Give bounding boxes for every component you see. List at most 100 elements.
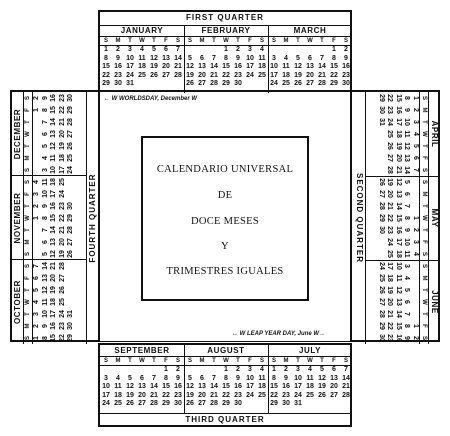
day-cell — [256, 400, 268, 409]
day-cell: 1 — [164, 366, 168, 373]
day-cell — [411, 176, 420, 188]
day-cell: 6 — [412, 156, 419, 160]
day-cell — [208, 366, 220, 375]
day-cell: 18 — [50, 298, 57, 306]
day-cell: 6 — [332, 366, 336, 373]
day-cell: 18 — [395, 250, 402, 258]
weekday-label: S — [343, 358, 348, 364]
day-cell — [411, 296, 420, 308]
day-cell: 17 — [386, 262, 394, 270]
day-cell: 27 — [58, 274, 66, 282]
day-cell: 23 — [114, 71, 122, 79]
day-cell — [67, 188, 76, 200]
day-cell: 25 — [386, 250, 394, 258]
day-cell: 14 — [403, 166, 411, 174]
day-cell: 21 — [174, 63, 182, 70]
day-cell: 10 — [102, 383, 110, 390]
weekday-label: T — [25, 312, 31, 316]
day-cell: 24 — [246, 71, 254, 79]
day-cell: 11 — [395, 274, 402, 282]
weekday-label: T — [296, 38, 300, 44]
day-cell: 26 — [126, 400, 134, 407]
day-cell — [172, 80, 184, 89]
month-name: AUGUST — [184, 345, 268, 357]
day-cell: 5 — [412, 144, 419, 148]
weekday-label: M — [25, 239, 31, 245]
day-cell: 9 — [344, 54, 348, 62]
day-cell: 17 — [50, 190, 57, 198]
day-cell: 13 — [138, 383, 146, 390]
day-cell: 27 — [378, 190, 385, 198]
day-cell: 12 — [395, 286, 402, 294]
day-cell: 11 — [306, 374, 314, 382]
day-cell — [67, 260, 76, 272]
weekday-label: T — [212, 358, 216, 364]
day-cell: 10 — [403, 118, 411, 126]
day-cell: 13 — [306, 63, 314, 70]
day-cell: 17 — [126, 63, 134, 70]
day-cell: 7 — [212, 54, 216, 62]
day-cell: 2 — [344, 46, 348, 53]
day-cell: 29 — [330, 80, 338, 87]
day-cell: 11 — [138, 54, 146, 62]
weekday-label: T — [212, 38, 216, 44]
day-cell: 1 — [104, 46, 108, 53]
day-cell: 29 — [222, 400, 230, 407]
day-cell: 11 — [258, 54, 266, 62]
day-cell: 1 — [272, 366, 276, 373]
day-cell: 29 — [102, 80, 110, 87]
day-cell: 14 — [342, 374, 350, 382]
day-cell: 10 — [41, 310, 49, 318]
month-name: DECEMBER — [12, 92, 24, 176]
title-line-2: DE — [217, 190, 233, 201]
day-cell: 31 — [378, 118, 385, 126]
day-cell: 15 — [395, 94, 402, 102]
day-cell: 7 — [176, 46, 180, 53]
day-cell: 30 — [234, 80, 242, 87]
day-cell: 24 — [58, 190, 66, 198]
month-name: MAY — [428, 176, 440, 260]
day-cell: 26 — [186, 400, 194, 407]
day-cell — [148, 366, 160, 375]
day-cell: 11 — [403, 130, 411, 138]
day-cell — [256, 80, 268, 89]
day-cell: 19 — [395, 142, 402, 150]
day-cell: 24 — [386, 118, 394, 126]
title-line-1: CALENDARIO UNIVERSAL — [156, 164, 294, 175]
day-cell: 9 — [403, 228, 411, 232]
day-cell: 23 — [58, 322, 66, 330]
day-cell — [33, 236, 42, 248]
day-cell: 21 — [395, 166, 402, 174]
day-cell: 20 — [138, 391, 146, 399]
day-cell: 30 — [114, 80, 122, 87]
day-cell: 7 — [33, 264, 40, 268]
day-cell: 21 — [58, 118, 66, 126]
day-cell: 5 — [188, 374, 192, 382]
day-cell: 6 — [403, 192, 411, 196]
day-cell: 26 — [378, 286, 385, 294]
day-cell: 23 — [234, 71, 242, 79]
day-cell: 8 — [403, 96, 411, 100]
day-cell: 13 — [403, 154, 411, 162]
day-cell: 27 — [162, 71, 170, 79]
day-cell: 27 — [306, 80, 314, 87]
day-cell: 3 — [128, 46, 132, 53]
day-cell: 31 — [294, 400, 302, 407]
day-cell: 21 — [318, 71, 326, 79]
weekday-label: S — [421, 335, 427, 340]
day-cell: 2 — [236, 366, 240, 373]
day-cell: 7 — [403, 312, 411, 316]
day-cell: 2 — [33, 204, 40, 208]
day-cell: 4 — [140, 46, 144, 53]
day-cell: 13 — [50, 130, 57, 138]
day-cell: 29 — [378, 322, 385, 330]
third-quarter-label: THIRD QUARTER — [185, 415, 265, 424]
